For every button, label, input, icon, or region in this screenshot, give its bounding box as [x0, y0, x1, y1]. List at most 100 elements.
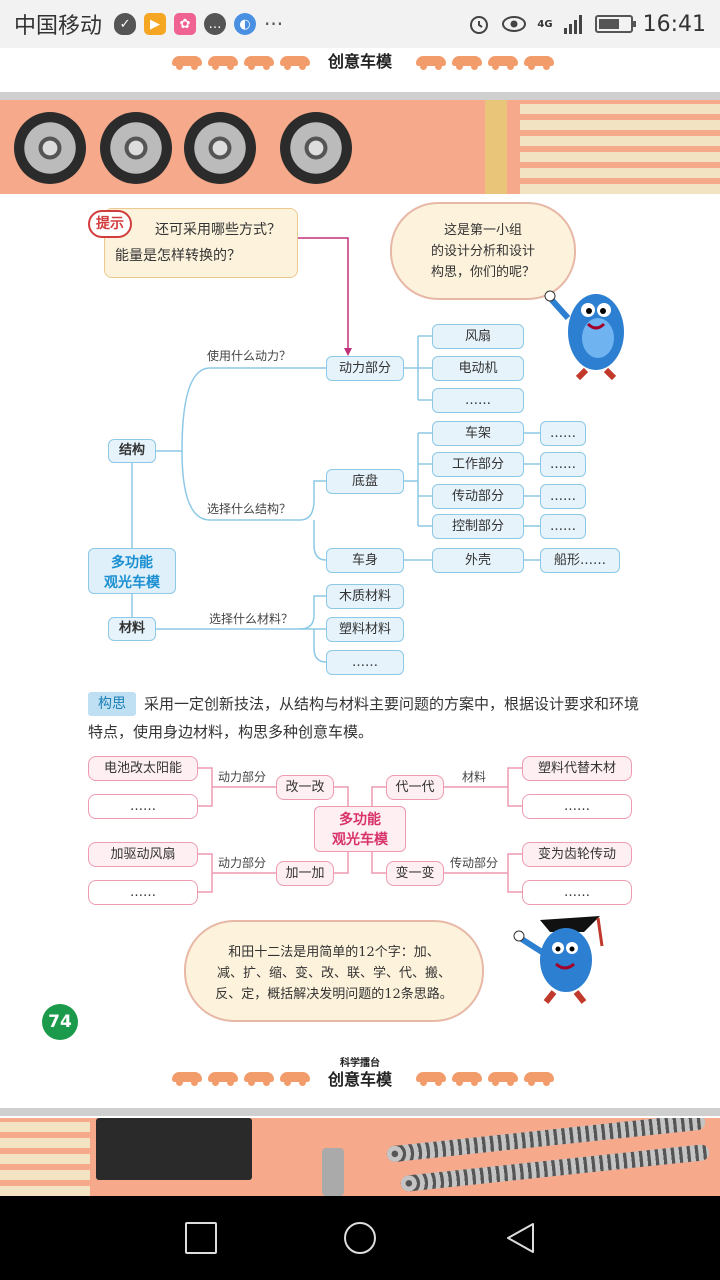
more-icon: ···	[264, 12, 284, 36]
question-structure: 选择什么结构？	[207, 502, 292, 516]
idea-node-plastic: 塑料代替木材	[522, 756, 632, 781]
wheel-image	[184, 112, 256, 184]
body-shell-node: 外壳	[432, 548, 524, 573]
cloud-text-line: 和田十二法是用简单的12个字：加、	[228, 945, 440, 960]
body-node: 车身	[326, 548, 404, 573]
speech-cloud-top: 这是第一小组 的设计分析和设计 构思，你们的呢？	[390, 202, 576, 300]
car-decoration-right	[416, 1072, 554, 1086]
body-detail-node: 船形……	[540, 548, 620, 573]
board-image	[0, 1118, 90, 1196]
material-more: ……	[326, 650, 404, 675]
car-decoration-left	[172, 1072, 310, 1086]
car-decoration-right	[416, 56, 554, 70]
chassis-part-work: 工作部分	[432, 452, 524, 477]
core-node-bottom: 多功能 观光车模	[314, 806, 406, 852]
speech-cloud-bottom: 和田十二法是用简单的12个字：加、 减、扩、缩、变、改、联、学、代、搬、 反、定…	[184, 920, 484, 1022]
page-divider-top	[0, 92, 720, 100]
signal-icon	[563, 15, 582, 34]
wheel-image	[100, 112, 172, 184]
page-title-bottom: 创意车模	[327, 1070, 392, 1089]
bracket-image	[322, 1148, 344, 1196]
material-wood: 木质材料	[326, 584, 404, 609]
question-material: 选择什么材料？	[209, 612, 294, 626]
graduate-mascot-image	[513, 916, 604, 1004]
back-button[interactable]	[505, 1222, 537, 1254]
structure-node: 结构	[108, 439, 156, 463]
board-image	[520, 100, 720, 194]
hint-line-1: 还可采用哪些方式？	[155, 222, 281, 238]
core-line: 多功能	[339, 812, 381, 828]
power-option-more: ……	[432, 388, 524, 413]
method-change: 改一改	[276, 775, 334, 800]
core-line: 观光车模	[332, 832, 388, 848]
page-subtitle-bottom: 科学擂台	[340, 1058, 380, 1069]
idea-paragraph: 采用一定创新技法，从结构与材料主要问题的方案中，根据设计要求和环境特点，使用身边…	[88, 695, 640, 741]
idea-node-more: ……	[522, 794, 632, 819]
core-line: 多功能	[111, 555, 153, 571]
cloud-text-line: 构思，你们的呢？	[430, 265, 535, 280]
idea-node-fan: 加驱动风扇	[88, 842, 198, 867]
idea-node-more: ……	[88, 880, 198, 905]
hint-badge: 提示	[88, 210, 132, 238]
wheels-banner-image	[0, 100, 720, 194]
navigation-bar	[0, 1196, 720, 1280]
page-divider-bottom	[0, 1108, 720, 1116]
material-node: 材料	[108, 617, 156, 641]
hint-box: 还可采用哪些方式？ 能量是怎样转换的？	[104, 208, 298, 278]
chassis-part-frame: 车架	[432, 421, 524, 446]
page-title-top: 创意车模	[327, 52, 392, 71]
chassis-part-control: 控制部分	[432, 514, 524, 539]
gift-app-icon: ✿	[174, 13, 197, 35]
battery-box-image	[96, 1118, 252, 1180]
video-app-icon: ▶	[144, 13, 167, 35]
power-part-node: 动力部分	[326, 356, 404, 381]
idea-node-more: ……	[522, 880, 632, 905]
cloud-text-line: 的设计分析和设计	[430, 244, 535, 259]
page-number-badge: 74	[42, 1004, 78, 1040]
method-add: 加一加	[276, 861, 334, 886]
shield-icon: ✓	[114, 13, 137, 35]
core-line: 观光车模	[104, 575, 160, 591]
browser-icon: ◐	[234, 13, 257, 35]
chassis-detail: ……	[540, 484, 586, 509]
home-button[interactable]	[344, 1222, 376, 1254]
label-power-2: 动力部分	[218, 856, 267, 870]
chassis-part-transmission: 传动部分	[432, 484, 524, 509]
material-plastic: 塑料材料	[326, 617, 404, 642]
eye-icon	[502, 16, 527, 32]
method-transform: 变一变	[386, 861, 444, 886]
label-transmission: 传动部分	[450, 856, 499, 870]
parts-banner-image	[0, 1118, 720, 1196]
label-material: 材料	[462, 770, 487, 784]
power-option-motor: 电动机	[432, 356, 524, 381]
page-header-top: 创意车模	[0, 48, 720, 88]
hint-line-2: 能量是怎样转换的？	[115, 248, 241, 264]
method-replace: 代一代	[386, 775, 444, 800]
network-type: 4G	[537, 18, 553, 30]
cloud-text-line: 减、扩、缩、变、改、联、学、代、搬、	[216, 966, 451, 981]
wheel-image	[280, 112, 352, 184]
chassis-detail: ……	[540, 452, 586, 477]
chassis-node: 底盘	[326, 469, 404, 494]
ruler-image	[485, 100, 507, 194]
idea-node-solar: 电池改太阳能	[88, 756, 198, 781]
recent-apps-button[interactable]	[185, 1222, 217, 1254]
clock-time: 16:41	[642, 11, 706, 37]
core-node-top: 多功能 观光车模	[88, 548, 176, 594]
cloud-text-line: 这是第一小组	[443, 223, 522, 238]
alarm-icon	[470, 16, 489, 34]
carrier-name: 中国移动	[14, 14, 103, 39]
idea-node-gear: 变为齿轮传动	[522, 842, 632, 867]
idea-tag: 构思	[88, 692, 136, 716]
status-bar: 中国移动 ✓ ▶ ✿ … ◐ ··· 4G 16:41	[0, 0, 720, 48]
blue-mascot-image	[544, 290, 624, 381]
chassis-detail: ……	[540, 421, 586, 446]
diagram-connectors	[131, 237, 540, 893]
battery-icon	[594, 15, 636, 33]
question-power: 使用什么动力？	[207, 349, 292, 363]
cloud-text-line: 反、定，概括解决发明问题的12条思路。	[215, 987, 453, 1002]
chassis-detail: ……	[540, 514, 586, 539]
power-option-fan: 风扇	[432, 324, 524, 349]
wheel-image	[14, 112, 86, 184]
chat-icon: …	[204, 13, 227, 35]
